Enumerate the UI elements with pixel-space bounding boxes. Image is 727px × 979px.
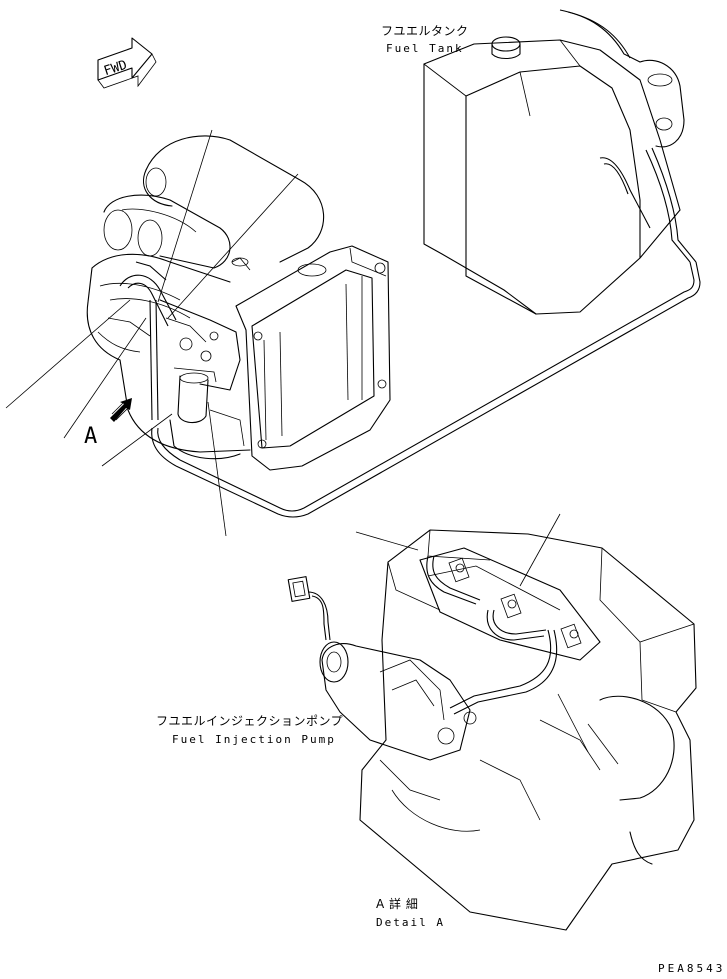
injection-pump-label-jp: フユエルインジェクションポンプ bbox=[156, 714, 344, 728]
fuel-tank bbox=[151, 9, 701, 518]
engine-main-view bbox=[86, 135, 325, 460]
fwd-text: FWD bbox=[102, 58, 129, 80]
view-a-arrow-icon bbox=[110, 398, 132, 422]
view-a-marker: A bbox=[84, 424, 98, 449]
fuel-tank-label-jp: フユエルタンク bbox=[381, 24, 469, 38]
detail-a-title-en: Detail A bbox=[376, 916, 445, 929]
fwd-arrow-icon: FWD bbox=[97, 37, 157, 89]
detail-a-title-jp: A 詳 細 bbox=[376, 897, 419, 911]
drawing-code: PEA8543 bbox=[658, 962, 726, 975]
radiator bbox=[235, 245, 391, 471]
detail-a-engine bbox=[287, 529, 697, 931]
leader-lines-detail bbox=[355, 513, 619, 765]
fuel-tank-label-en: Fuel Tank bbox=[386, 42, 464, 55]
leader-lines-main bbox=[5, 129, 299, 537]
injection-pump-label-en: Fuel Injection Pump bbox=[172, 733, 336, 746]
